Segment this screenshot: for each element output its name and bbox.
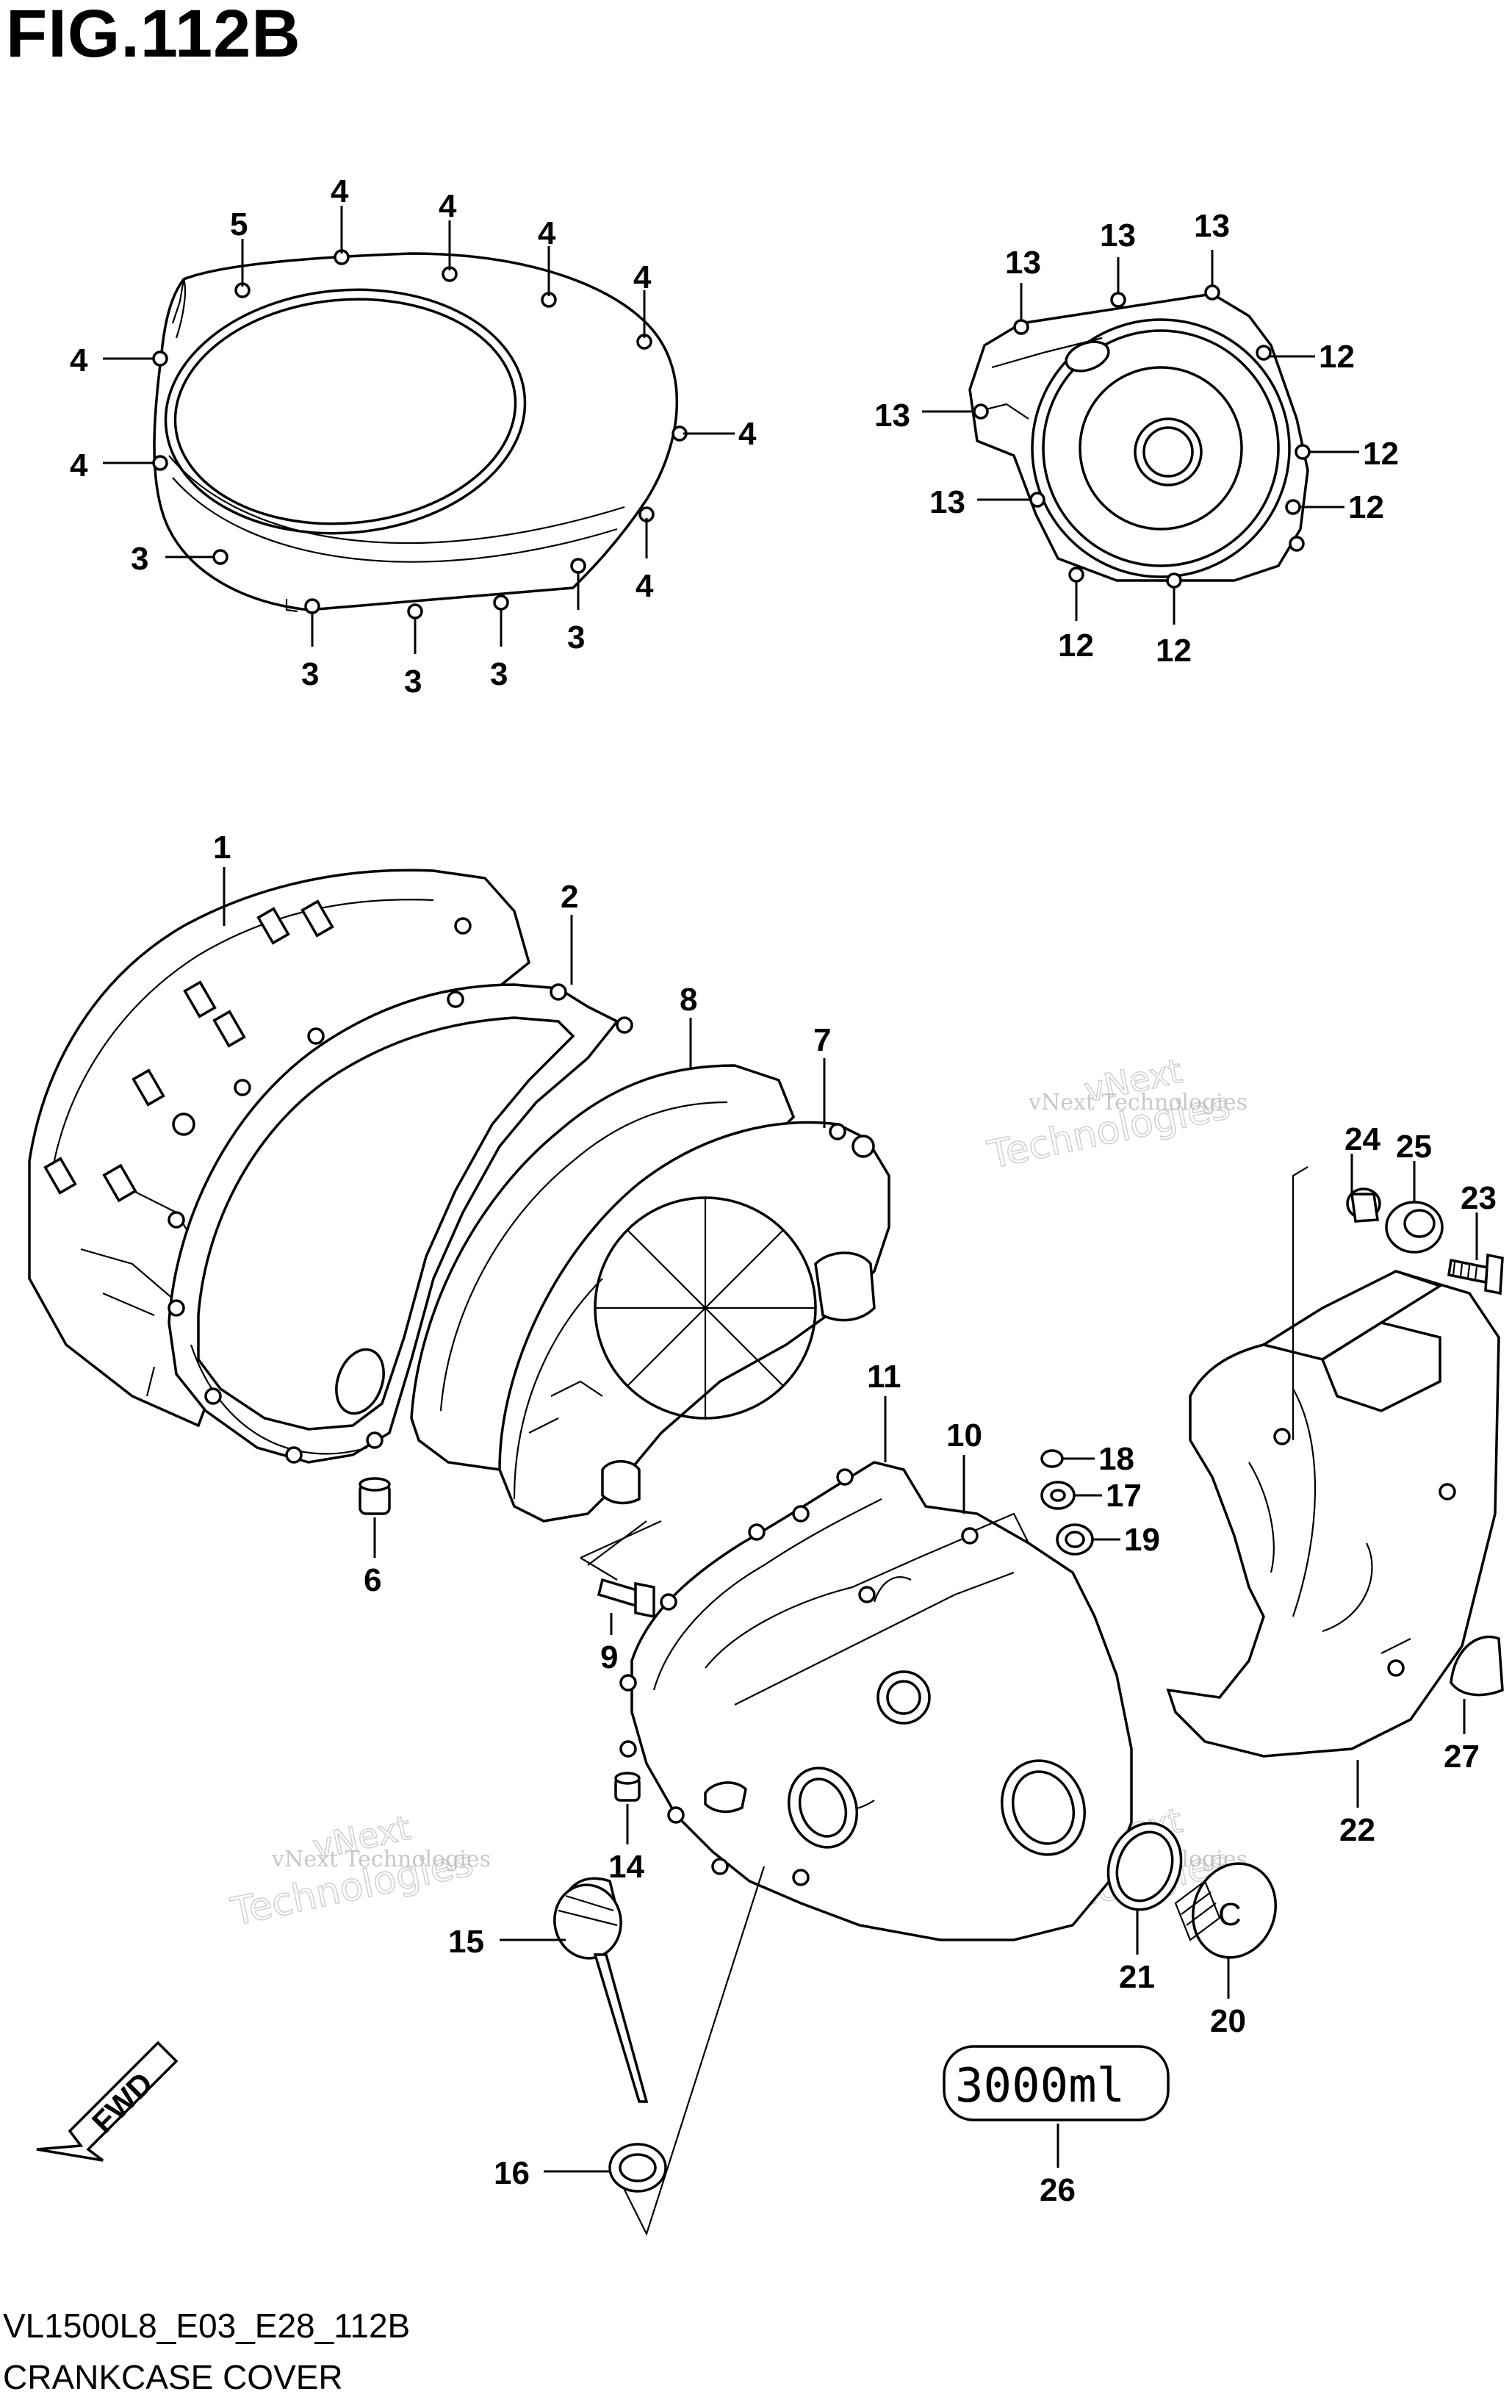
- part-25-grommet: [1385, 1201, 1444, 1254]
- callout-4: 4: [70, 342, 88, 378]
- callout-27: 27: [1444, 1739, 1480, 1775]
- watermark-text: vNext Technologies: [1028, 1090, 1248, 1115]
- part-11-crankcase-cover: [619, 1461, 1133, 1941]
- callout-7: 7: [813, 1022, 831, 1058]
- callout-18: 18: [1098, 1441, 1134, 1477]
- callout-3: 3: [301, 656, 319, 692]
- callout-12: 12: [1348, 489, 1384, 525]
- callout-4: 4: [636, 568, 654, 604]
- part-27-cap: [1450, 1635, 1504, 1697]
- part-7-inner-cover: [498, 1121, 890, 1523]
- callout-12: 12: [1319, 339, 1355, 375]
- callout-3: 3: [404, 664, 422, 700]
- callout-20: 20: [1210, 2003, 1246, 2039]
- part-14-dowel-pin: [614, 1772, 641, 1802]
- callout-9: 9: [600, 1639, 618, 1675]
- callout-4: 4: [738, 416, 757, 452]
- gasket-holes: [168, 983, 633, 1464]
- plug-mark: C: [1218, 1897, 1242, 1933]
- callout-12: 12: [1058, 628, 1094, 664]
- callout-10: 10: [946, 1417, 982, 1453]
- callout-11: 11: [867, 1359, 901, 1395]
- callout-15: 15: [448, 1924, 484, 1960]
- callout-13: 13: [1100, 218, 1136, 254]
- callout-26: 26: [1040, 2172, 1076, 2208]
- bolt-holes: [973, 284, 1311, 589]
- callout-19: 19: [1124, 1522, 1160, 1558]
- callout-1: 1: [213, 830, 231, 866]
- callout-24: 24: [1344, 1121, 1380, 1157]
- callout-13: 13: [874, 398, 910, 434]
- capacity-label: 3000ml: [955, 2059, 1125, 2113]
- callout-5: 5: [230, 206, 248, 242]
- callout-4: 4: [331, 173, 349, 209]
- part-15-oil-filler-cap: [553, 1877, 649, 2103]
- part-18-small-ring: [1040, 1449, 1064, 1468]
- section-name: CRANKCASE COVER: [3, 2358, 343, 2396]
- part-24-collar: [1346, 1187, 1381, 1223]
- generator-cover-bolt-pattern: [968, 284, 1311, 589]
- drawing-code: VL1500L8_E03_E28_112B: [3, 2307, 411, 2345]
- callout-6: 6: [364, 1562, 381, 1598]
- part-2-gasket: [168, 983, 633, 1464]
- watermark-text: vNext Technologies: [271, 1847, 491, 1872]
- part-16-o-ring: [608, 2143, 667, 2193]
- callout-25: 25: [1396, 1129, 1432, 1165]
- part-22-cover: [1166, 1270, 1500, 1758]
- callout-16: 16: [494, 2155, 530, 2191]
- forward-arrow: FWD: [36, 2041, 179, 2162]
- callout-13: 13: [929, 484, 965, 520]
- part-21-o-ring: [1106, 1822, 1183, 1911]
- callout-12: 12: [1156, 633, 1192, 669]
- callout-14: 14: [608, 1849, 644, 1885]
- cover-bolt-holes: [619, 1468, 979, 1886]
- part-6-dowel-pin: [359, 1477, 391, 1515]
- callout-3: 3: [490, 656, 508, 692]
- callout-17: 17: [1106, 1478, 1142, 1514]
- part-19-o-ring: [1056, 1523, 1094, 1556]
- callout-4: 4: [70, 448, 88, 484]
- part-17-washer: [1040, 1481, 1076, 1510]
- callout-2: 2: [561, 879, 578, 915]
- callout-13: 13: [1005, 245, 1041, 281]
- callout-4: 4: [439, 188, 457, 224]
- callout-12: 12: [1363, 436, 1399, 472]
- part-23-bolt: [1447, 1253, 1504, 1295]
- callout-22: 22: [1339, 1812, 1375, 1848]
- callout-4: 4: [633, 259, 652, 295]
- leader-lines: [103, 206, 1478, 2236]
- callout-21: 21: [1119, 1959, 1155, 1995]
- callout-3: 3: [131, 541, 148, 577]
- part-20-plug: C: [1174, 1862, 1278, 1959]
- callout-8: 8: [680, 982, 697, 1018]
- part-9-bolt: [580, 1520, 662, 1619]
- callout-13: 13: [1194, 208, 1230, 244]
- clutch-cover-bolt-pattern: [152, 249, 688, 619]
- callouts: 5 4 4 4 4 4 4 4 4 3 3 3 3 3 13 13 13 13 …: [70, 173, 1497, 2208]
- part-26-capacity-label: 3000ml: [943, 2045, 1170, 2121]
- callout-23: 23: [1461, 1180, 1497, 1216]
- callout-4: 4: [538, 215, 556, 251]
- callout-3: 3: [567, 619, 585, 655]
- figure-title: FIG.112B: [6, 0, 301, 71]
